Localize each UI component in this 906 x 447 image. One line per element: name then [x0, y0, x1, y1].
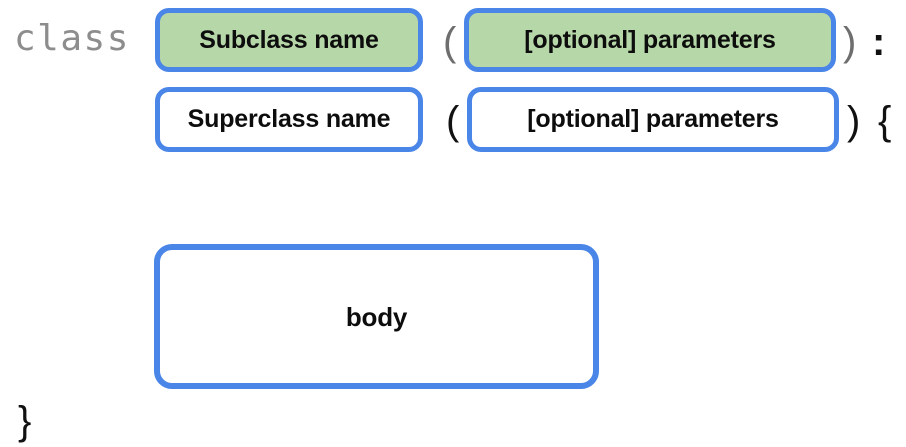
- subclass-terminator-colon: :: [872, 20, 886, 64]
- body-box[interactable]: body: [154, 244, 599, 389]
- superclass-parameters-box[interactable]: [optional] parameters: [467, 87, 839, 152]
- superclass-name-box[interactable]: Superclass name: [155, 87, 423, 152]
- subclass-open-paren: (: [443, 20, 457, 64]
- closing-brace: }: [18, 399, 32, 443]
- superclass-name-label: Superclass name: [187, 105, 391, 133]
- superclass-open-paren: (: [446, 99, 460, 143]
- body-label: body: [345, 301, 408, 332]
- subclass-name-box[interactable]: Subclass name: [155, 8, 423, 72]
- subclass-name-label: Subclass name: [199, 25, 379, 54]
- subclass-close-paren: ): [843, 20, 857, 64]
- keyword-class: class: [14, 18, 130, 59]
- superclass-close-paren: ): [847, 99, 861, 143]
- superclass-terminator-open-brace: {: [878, 99, 892, 143]
- subclass-parameters-label: [optional] parameters: [524, 25, 776, 54]
- superclass-parameters-label: [optional] parameters: [527, 105, 779, 133]
- subclass-parameters-box[interactable]: [optional] parameters: [464, 8, 836, 72]
